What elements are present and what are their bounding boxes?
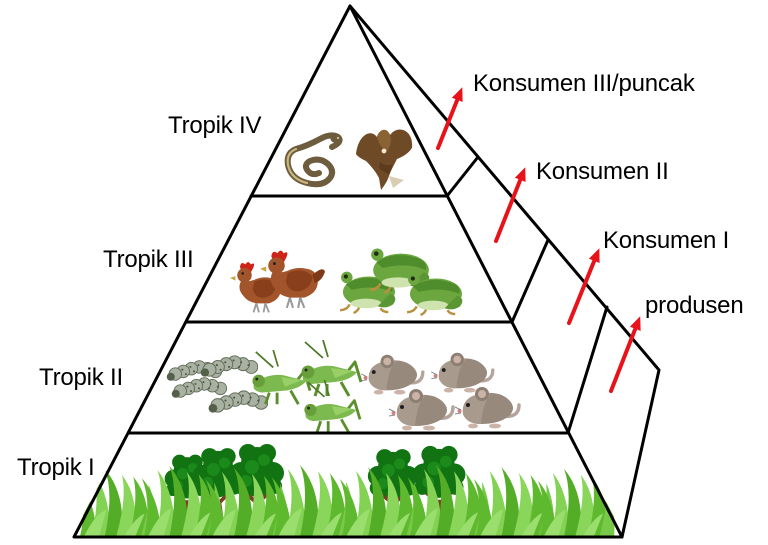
- mouse-icon: [388, 382, 456, 434]
- band-divider-3: [566, 305, 609, 435]
- pyramid-outline: [72, 4, 661, 539]
- caterpillar-icon: [200, 353, 258, 379]
- caterpillar-icon: [208, 388, 268, 415]
- frog-icon: [336, 262, 400, 314]
- arrow-konsumen-2: [494, 167, 526, 243]
- band-divider-1: [445, 155, 480, 198]
- grass-icon: [206, 466, 290, 537]
- label-tropik-2: Tropik II: [39, 364, 123, 391]
- mouse-icon: [360, 348, 426, 398]
- snake-icon: [283, 132, 347, 190]
- pyramid-side-band-edge: [348, 4, 661, 539]
- label-produsen: produsen: [645, 292, 744, 319]
- arrow-konsumen-1: [567, 248, 600, 325]
- mouse-icon: [454, 380, 522, 432]
- arrow-konsumen-3: [436, 87, 463, 150]
- grasshopper-icon: [296, 380, 366, 438]
- grasshopper-icon: [294, 340, 366, 402]
- label-tropik-4: Tropik IV: [168, 112, 262, 139]
- chicken-icon: [258, 246, 328, 312]
- mouse-icon: [430, 346, 496, 396]
- grass-icon: [408, 463, 492, 537]
- label-konsumen-3-puncak: Konsumen III/puncak: [473, 70, 695, 97]
- pyramid-front-face: [72, 4, 624, 539]
- eagle-icon: [350, 124, 422, 194]
- band-divider-2: [510, 238, 550, 324]
- arrow-produsen: [609, 316, 641, 393]
- grasshopper-icon: [246, 350, 314, 410]
- caterpillar-icon: [166, 358, 222, 383]
- grass-icon: [142, 464, 224, 537]
- label-tropik-3: Tropik III: [103, 246, 194, 273]
- caterpillar-icon: [171, 375, 227, 400]
- grass-icon: [272, 463, 356, 537]
- label-tropik-1: Tropik I: [17, 454, 95, 481]
- label-konsumen-2: Konsumen II: [536, 158, 669, 185]
- frog-icon: [402, 264, 468, 316]
- flow-arrows: [436, 87, 641, 393]
- label-konsumen-1: Konsumen I: [603, 227, 730, 254]
